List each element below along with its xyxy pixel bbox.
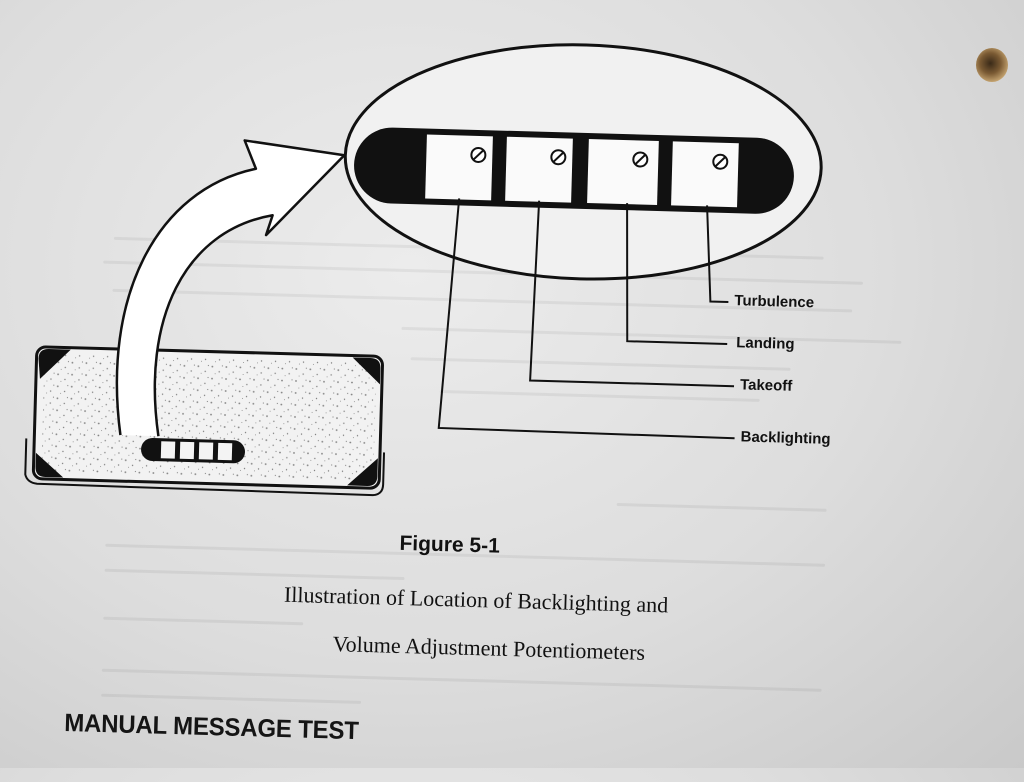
pot-turbulence (671, 141, 739, 208)
control-panel-unit (24, 345, 386, 497)
pot-landing (587, 139, 659, 205)
pot-takeoff (505, 136, 573, 203)
small-pot-cell (160, 441, 176, 459)
screw-icon (712, 153, 729, 170)
label-turbulence: Turbulence (734, 292, 815, 312)
leader-line-takeoff (529, 200, 735, 388)
leader-line-landing (626, 203, 728, 345)
figure-number: Figure 5-1 (399, 531, 501, 558)
screw-icon (632, 151, 649, 168)
label-takeoff: Takeoff (739, 376, 793, 395)
label-landing: Landing (736, 334, 795, 353)
leader-line-turbulence (706, 205, 729, 304)
screw-icon (470, 146, 487, 163)
label-backlighting: Backlighting (740, 428, 831, 448)
binder-hole (976, 48, 1008, 82)
leader-line-backlighting (437, 198, 735, 440)
small-pot-cell (198, 442, 214, 460)
pot-backlighting (425, 134, 493, 201)
small-pot-cell (179, 441, 195, 460)
small-pot-cell (217, 442, 233, 461)
magnify-arrow (115, 139, 346, 437)
potentiometer-strip (354, 127, 794, 214)
screw-icon (550, 149, 567, 166)
